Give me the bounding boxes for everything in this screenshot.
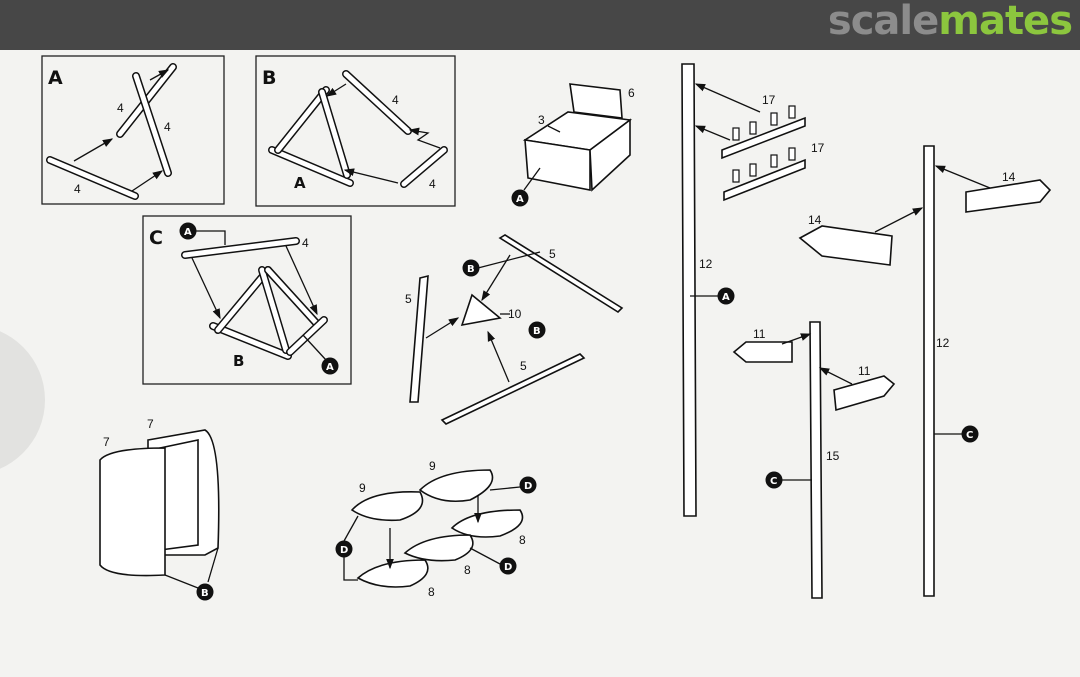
part-label: 11 <box>753 327 766 341</box>
part-label: 6 <box>628 86 635 100</box>
part-label: 10 <box>508 307 522 321</box>
part-label: 11 <box>858 364 871 378</box>
part-label: 7 <box>147 417 154 431</box>
callout-d: D <box>524 481 532 492</box>
callout-b: B <box>201 588 209 599</box>
part-label: B <box>233 352 244 370</box>
part-label: 4 <box>117 101 124 115</box>
callout-d: D <box>504 562 512 573</box>
part-label: 12 <box>936 336 950 350</box>
step-c-panel: C A 4 B A <box>142 215 352 385</box>
part-label: 4 <box>392 93 399 107</box>
step-a-panel: A 4 4 4 <box>41 55 225 205</box>
part-label: 15 <box>826 449 840 463</box>
part-label: 3 <box>538 113 545 127</box>
part-label: scale <box>827 0 939 44</box>
part-label: mates <box>938 0 1073 44</box>
callout-a: A <box>184 227 192 238</box>
part-label: 17 <box>811 141 825 155</box>
part-label: 9 <box>429 459 436 473</box>
callout-a: A <box>326 362 334 373</box>
step-b-title: B <box>262 67 276 89</box>
callout-b: B <box>467 264 475 275</box>
part-label: 14 <box>1002 170 1016 184</box>
part-label: 5 <box>520 359 527 373</box>
scalemates-logo[interactable]: scalemates <box>827 0 1073 44</box>
callout-b: B <box>533 326 541 337</box>
part-label: 8 <box>464 563 471 577</box>
header-bar: scalemates <box>0 0 1080 50</box>
callout-c: C <box>966 430 973 441</box>
step-a-title: A <box>48 67 63 89</box>
pole-assembly: 17 17 12 A 14 14 12 C 11 11 15 C <box>681 63 1052 599</box>
part-label: 4 <box>302 236 309 250</box>
part-label: 4 <box>429 177 436 191</box>
part-label: 5 <box>549 247 556 261</box>
part-label: 9 <box>359 481 366 495</box>
part-label: 7 <box>103 435 110 449</box>
callout-d: D <box>340 545 348 556</box>
callout-a: A <box>722 292 730 303</box>
barrel-assembly: 7 7 B <box>99 417 220 601</box>
part-label: 4 <box>164 120 171 134</box>
step-c-title: C <box>149 227 163 249</box>
part-label: 17 <box>762 93 776 107</box>
part-label: 5 <box>405 292 412 306</box>
part-label: 8 <box>519 533 526 547</box>
part-label: 12 <box>699 257 713 271</box>
crate-assembly: 6 3 A <box>511 83 635 207</box>
sandbag-assembly: 9 9 D 8 D 8 D 8 <box>335 459 537 599</box>
callout-a: A <box>516 194 524 205</box>
step-b-panel: B 4 4 A <box>255 55 456 207</box>
part-label: A <box>294 174 306 192</box>
callout-c: C <box>770 476 777 487</box>
paper-shadow <box>0 331 45 469</box>
triangle-sign-assembly: 5 B 5 10 B 5 <box>405 234 624 425</box>
part-label: 4 <box>74 182 81 196</box>
part-label: 8 <box>428 585 435 599</box>
part-label: 14 <box>808 213 822 227</box>
